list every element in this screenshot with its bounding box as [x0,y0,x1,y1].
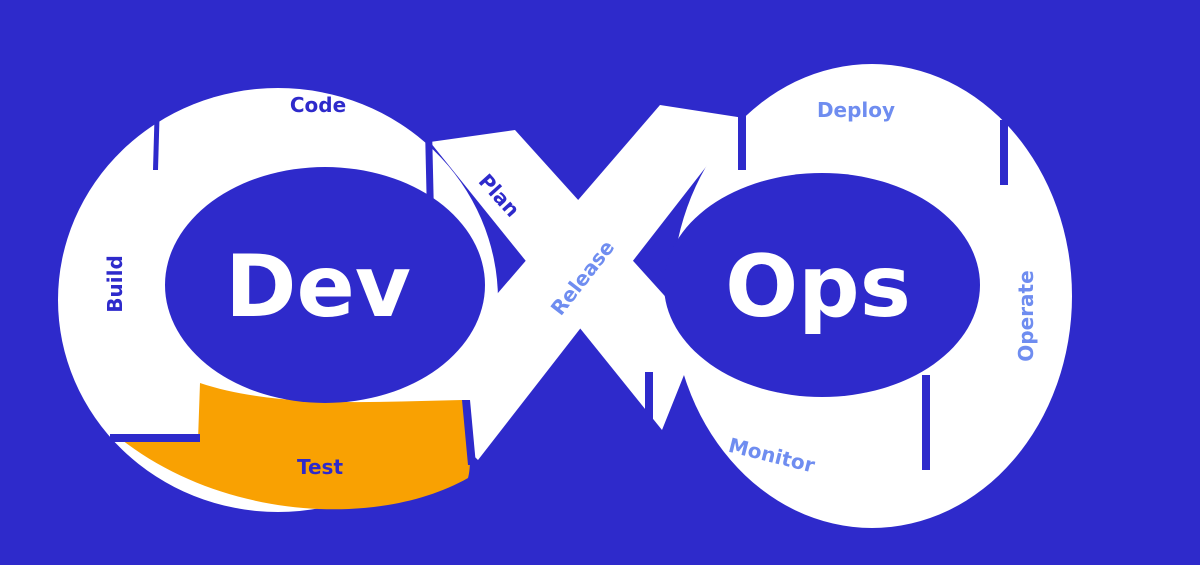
ops-hub [664,173,980,397]
segment-divider-build-test [110,434,200,442]
stage-label-test: Test [297,455,343,479]
segment-divider-code-plan [425,128,434,215]
stage-label-build: Build [103,255,127,313]
segment-divider-test-release [462,400,476,465]
dev-label: Dev [225,237,411,337]
segment-divider-operate-monitor [922,375,930,470]
test-segment [122,383,470,510]
stage-label-operate: Operate [1014,270,1038,361]
ops-label: Ops [725,237,911,337]
stage-label-deploy: Deploy [817,98,895,122]
segment-divider-release-deploy [738,106,746,170]
segment-divider-deploy-operate [1000,120,1008,185]
segment-divider-code-build [153,100,160,170]
crossing-band-release [410,105,744,460]
segment-divider-monitor-release [645,372,653,440]
dev-hub [165,167,485,403]
stage-label-code: Code [290,93,346,117]
